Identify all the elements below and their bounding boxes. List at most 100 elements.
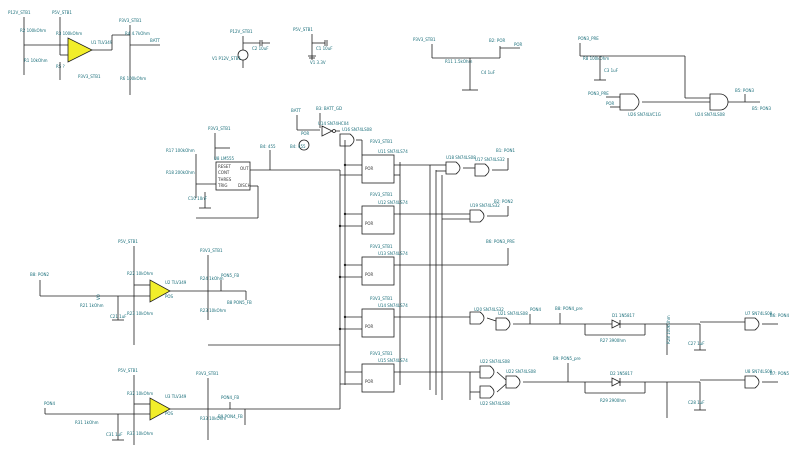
label-r8: R8 100kOhm [583,56,609,61]
label-u21: U21 SN74LS08 [498,311,528,316]
u12-por: POR [365,221,374,226]
label-r32: R32 10kOhm [127,391,153,396]
label-p5v-stb-2: P5V_STB1 [293,27,313,32]
label-c2: C2 10uF [252,46,269,51]
u1-opamp-symbol [67,37,93,63]
label-r31: R31 1kOhm [75,420,99,425]
u2-opamp-symbol [149,279,171,303]
label-r33: R33 10kOhm [127,431,153,436]
u15-por: POR [365,379,374,384]
label-batt-gd: B3: BATT_GD [316,106,342,111]
label-u16: U16 SN74LS08 [342,127,372,132]
label-u3: U3 TLV349 [165,394,187,399]
label-u22: U22 SN74LS08 [480,359,510,364]
label-c27: C27 1uF [688,341,705,346]
label-b4: B4: 455 [260,144,276,149]
label-u18: U18 SN74LS08 [446,155,476,160]
label-r25: R23 10kOhm [200,308,226,313]
label-pon3-pre: PON3_PRE [578,36,599,41]
u8b-gate-symbol [744,375,760,389]
label-p5v-stb: P5V_STB1 [52,10,72,15]
label-pon4-out: B6: PON4 [770,313,789,318]
u20-gate-symbol [469,311,485,325]
label-pon5-fb: PON5_FB [221,273,239,278]
label-u14-inv: U14 SN74HC04 [318,121,349,126]
label-u13-supply: P3V3_STB1 [370,244,393,249]
u17-gate-symbol [474,163,490,177]
label-pon5-out: B7: PON5 [770,371,789,376]
label-p3v3-stb-555: P3V3_STB1 [208,126,231,131]
label-u23: U22 SN74LS08 [506,369,536,374]
pin-cont: CONT [218,170,230,175]
label-p3v3-stb-u3: P3V3_STB1 [196,371,219,376]
label-r18: R18 200kOhm [166,170,195,175]
label-d1: D1 1N5817 [612,313,635,318]
label-u8b: U8 SN74LS08 [745,369,773,374]
label-u26: U26 SN74LVC1G [628,112,661,117]
label-u15: U15 SN74LS74 [378,358,408,363]
label-u17: U17 SN74LS32 [475,157,505,162]
label-r21: R21 1kOhm [80,303,104,308]
label-pon5-pre: B9: PON5_pre [553,356,581,361]
label-pon2-in: B8: PON2 [30,272,49,277]
label-p3v3-stb-u1: P3V3_STB1 [78,74,101,79]
u13-flip-flop [361,256,395,286]
label-u2-v: VO [96,294,101,300]
label-c21: C21 1uF [110,314,127,319]
d1-diode-symbol [611,319,621,329]
label-r11: R11 1.5kOhm [445,59,473,64]
label-c28: C28 1uF [688,400,705,405]
pon1-pon2-logic: U18 SN74LS08 U17 SN74LS32 B1: PON1 U19 S… [430,148,515,266]
u26-gate-symbol [619,93,640,111]
label-u13: U13 SN74LS74 [378,251,408,256]
u14-inverter-symbol [321,125,333,137]
pin-disch: DISCH [238,183,251,188]
label-p3v3-stb-3: P3V3_STB1 [413,37,436,42]
label-pon2: B2: PON2 [494,199,513,204]
label-p3v3-stb-u2: P3V3_STB1 [200,248,223,253]
label-u14-supply: P3V3_STB1 [370,296,393,301]
label-u7: U7 SN74LS08 [745,311,773,316]
u19-gate-symbol [469,209,485,223]
label-b-pon4-fb: B9 PON4_FB [218,414,243,419]
u14-flip-flop [361,308,395,338]
u2-comparator-block: B8: PON2 R21 1kOhm C21 1uF P5V_STB1 R22 … [30,239,340,346]
label-p12v-stb: P12V_STB1 [8,10,31,15]
label-pon3-pre-b: B6: PON3_PRE [486,239,515,244]
por-block: P3V3_STB1 R11 1.5kOhm B2: POR POR C4 1uF [413,37,523,91]
label-pon4-pre: B8: PON4_pre [555,306,583,311]
label-pon4-in: PON4 [44,401,56,406]
label-pon1: B1: PON1 [496,148,515,153]
label-b-pon5-fb: B8 PON5_FB [227,300,252,305]
pon3-block: PON3_PRE R8 100kOhm C3 1uF PON3_PRE POR … [578,36,771,117]
label-r9: POR [301,131,310,136]
label-u11: U11 SN74LS74 [378,149,408,154]
label-r17: R17 100kOhm [166,148,195,153]
label-r24: R24 1kOhm [200,276,224,281]
label-por-pon3: POR [606,101,615,106]
label-c1: C1 10uF [316,46,333,51]
label-u14: U14 SN74LS74 [378,303,408,308]
label-u2-pos: POS [165,294,174,299]
label-d2: D2 1N5817 [610,371,633,376]
label-pon3-out: B5: PON3 [752,106,771,111]
label-u15-supply: P3V3_STB1 [370,351,393,356]
label-r2: R2 100kOhm [20,28,46,33]
label-c31: C31 1uF [106,432,123,437]
label-r29: R29 2900hm [600,398,626,403]
label-u2: U2 TLV349 [165,280,187,285]
label-u1: U1 TLV349 [91,40,113,45]
u8-555-timer-symbol [215,161,251,191]
label-p5v-stb-u3: P5V_STB1 [118,368,138,373]
label-u20: U20 SN74LS32 [474,307,504,312]
label-pon4-fb: PON4_FB [221,395,239,400]
supply-sources-block: P12V_STB1 C2 10uF V1 P12V_STB1 P5V_STB1 … [212,27,333,68]
label-pon3-pre-2: PON3_PRE [588,91,609,96]
pon4-pon5-logic: U20 SN74LS32 U21 SN74LS08 PON4 B8: PON4_… [469,306,789,418]
label-u19: U19 SN74LS32 [470,203,500,208]
label-r22: R22 10kOhm [127,271,153,276]
u3-opamp-symbol [149,397,171,421]
label-p5v-stb-u2: P5V_STB1 [118,239,138,244]
u13-por: POR [365,272,374,277]
label-r6: R6 100kOhm [120,76,146,81]
